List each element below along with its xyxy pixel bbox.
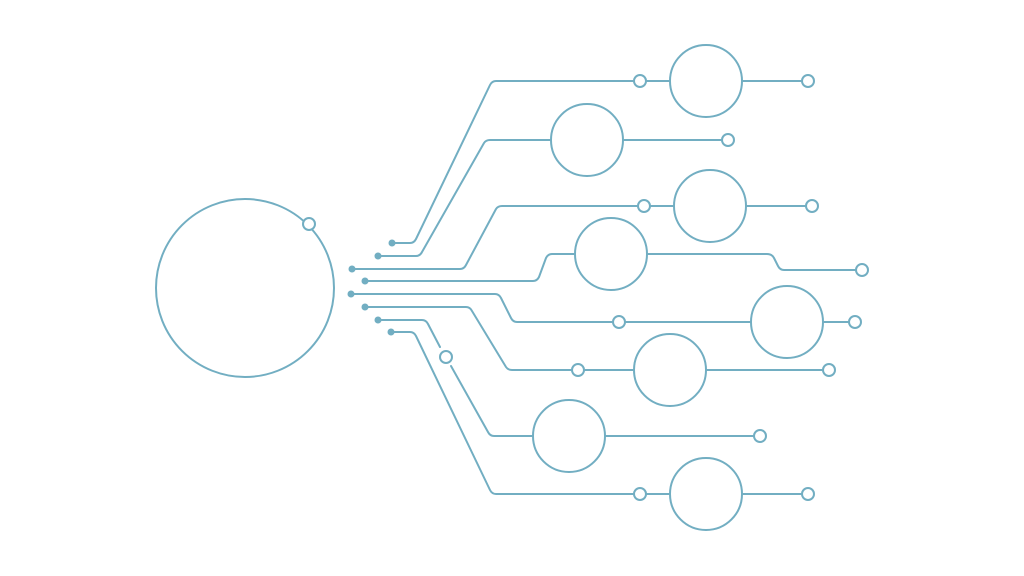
branch-5-pin — [347, 290, 355, 298]
branch-1 — [388, 44, 815, 247]
root-connector-terminal — [302, 217, 316, 231]
branch-8-node — [669, 457, 743, 531]
branch-5-terminal-in — [612, 315, 626, 329]
branch-7-pin — [374, 316, 382, 324]
branch-8-terminal-out — [801, 487, 815, 501]
branch-6-trace — [364, 306, 573, 371]
branch-7 — [374, 316, 767, 473]
branch-7-trace — [377, 319, 534, 437]
branch-4-tail — [646, 253, 857, 271]
branch-3-trace — [351, 205, 639, 270]
branch-3 — [348, 169, 819, 273]
branch-7-terminal-out — [753, 429, 767, 443]
branch-6-node — [633, 333, 707, 407]
branch-5-trace — [350, 293, 614, 323]
branch-6-terminal-out — [822, 363, 836, 377]
branch-8-pin — [387, 328, 395, 336]
branch-7-node — [532, 399, 606, 473]
branch-6-pin — [361, 303, 369, 311]
branch-2-node — [550, 103, 624, 177]
branch-5-terminal-out — [848, 315, 862, 329]
branch-4-trace — [364, 253, 575, 282]
branch-8-terminal-in — [633, 487, 647, 501]
branch-4-terminal-out — [855, 263, 869, 277]
branch-8-trace — [390, 331, 635, 495]
branch-2-terminal-out — [721, 133, 735, 147]
branch-5 — [347, 285, 862, 359]
branch-8 — [387, 328, 815, 531]
branch-3-terminal-out — [805, 199, 819, 213]
branch-5-node — [750, 285, 824, 359]
branch-4-pin — [361, 277, 369, 285]
branch-2-pin — [374, 252, 382, 260]
branch-1-trace — [391, 80, 635, 244]
branch-3-node — [673, 169, 747, 243]
branch-6-terminal-in — [571, 363, 585, 377]
branch-3-pin — [348, 265, 356, 273]
branch-4 — [361, 217, 869, 291]
branch-1-pin — [388, 239, 396, 247]
branch-2-trace — [377, 139, 551, 257]
branch-4-node — [574, 217, 648, 291]
branch-1-node — [669, 44, 743, 118]
branch-2 — [374, 103, 735, 260]
root-node — [155, 198, 335, 378]
branch-3-terminal-in — [637, 199, 651, 213]
branch-6 — [361, 303, 836, 407]
branch-1-terminal-out — [801, 74, 815, 88]
branch-1-terminal-in — [633, 74, 647, 88]
branch-7-terminal-mid — [439, 350, 453, 364]
